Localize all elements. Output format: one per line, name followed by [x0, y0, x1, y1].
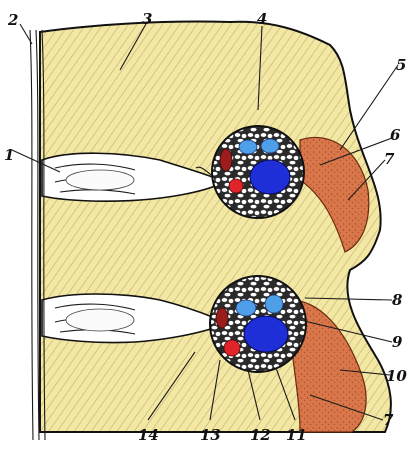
vein-lower-main	[244, 316, 288, 352]
label-6: 6	[390, 126, 401, 144]
label-8: 8	[392, 291, 403, 309]
artery-upper-dark	[220, 149, 232, 171]
label-1: 1	[4, 146, 14, 164]
label-14: 14	[138, 426, 159, 444]
label-13: 13	[200, 426, 221, 444]
epidural-space-lower	[210, 276, 306, 372]
label-9: 9	[392, 333, 403, 351]
artery-upper	[229, 179, 243, 193]
label-11: 11	[286, 426, 307, 444]
label-5: 5	[396, 56, 406, 74]
artery-lower-dark	[216, 308, 228, 328]
label-2: 2	[7, 11, 18, 29]
label-4: 4	[257, 10, 267, 28]
label-7-upper: 7	[384, 150, 395, 168]
vein-upper-main	[250, 160, 290, 194]
disc-lower-nucleus	[66, 309, 134, 331]
label-10: 10	[386, 367, 407, 385]
artery-lower	[224, 340, 240, 356]
vein-upper-small-2	[261, 139, 279, 153]
vein-lower-small-1	[236, 300, 256, 316]
disc-upper-nucleus	[66, 170, 134, 190]
label-7-lower: 7	[383, 411, 394, 429]
vein-lower-small-2	[265, 295, 283, 313]
label-3: 3	[142, 10, 152, 28]
label-12: 12	[250, 426, 271, 444]
vein-upper-small-1	[239, 140, 257, 154]
